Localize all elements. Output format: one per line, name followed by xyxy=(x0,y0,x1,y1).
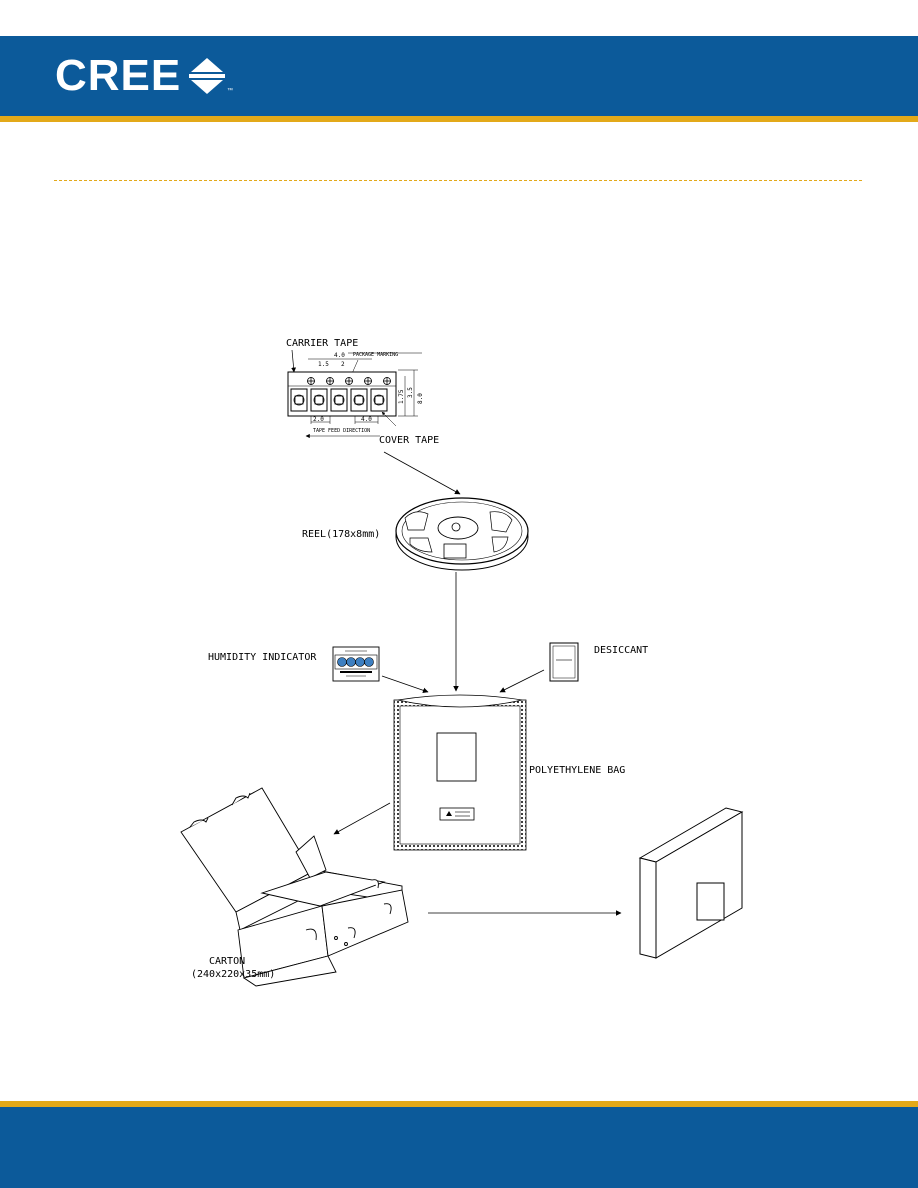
dim-width-a: 3.5 xyxy=(407,387,414,398)
reel-label: REEL(178x8mm) xyxy=(302,529,380,540)
dim-width-b: 1.75 xyxy=(398,389,405,404)
closed-carton-drawing xyxy=(638,807,744,959)
carton-size-label: (240x220x35mm) xyxy=(191,969,275,980)
humidity-indicator-drawing: HUMIDITY INDICATOR xyxy=(208,646,380,682)
open-carton-drawing xyxy=(180,787,409,987)
carton-label: CARTON xyxy=(209,956,245,967)
humidity-indicator-label: HUMIDITY INDICATOR xyxy=(208,652,317,663)
cree-logo: CREE xyxy=(55,51,227,100)
cover-tape-label: COVER TAPE xyxy=(379,435,439,446)
dim-pitch-b: 4.0 xyxy=(361,416,372,423)
polyethylene-bag-label: POLYETHYLENE BAG xyxy=(529,765,625,776)
trademark-symbol: ™ xyxy=(227,88,233,94)
package-marking-label: PACKAGE MARKING xyxy=(353,352,398,358)
cree-arrows-icon xyxy=(189,58,226,94)
dim-pitch-top: 4.0 xyxy=(334,352,345,359)
logo-wordmark: CREE xyxy=(55,51,182,100)
carrier-tape-label: CARRIER TAPE xyxy=(286,338,358,349)
dim-hole-dia: 1.5 xyxy=(318,361,329,368)
reel-drawing: REEL(178x8mm) xyxy=(302,497,529,571)
dim-offset: 2 xyxy=(341,361,345,368)
footer-accent-stripe xyxy=(0,1101,918,1107)
tape-feed-direction: TAPE FEED DIRECTION xyxy=(313,428,370,434)
dim-pitch-a: 2.0 xyxy=(313,416,324,423)
section-divider xyxy=(54,180,862,181)
header-band xyxy=(0,36,918,116)
header-accent-stripe xyxy=(0,116,918,122)
desiccant-label: DESICCANT xyxy=(594,645,648,656)
footer-band xyxy=(0,1107,918,1188)
dim-width-total: 8.0 xyxy=(417,393,424,404)
carrier-tape-drawing: CARRIER TAPE 4.0 1.5 2 PACKAGE MARKING xyxy=(286,338,439,446)
desiccant-drawing: DESICCANT xyxy=(549,642,648,682)
polyethylene-bag-drawing: POLYETHYLENE BAG xyxy=(393,694,625,851)
